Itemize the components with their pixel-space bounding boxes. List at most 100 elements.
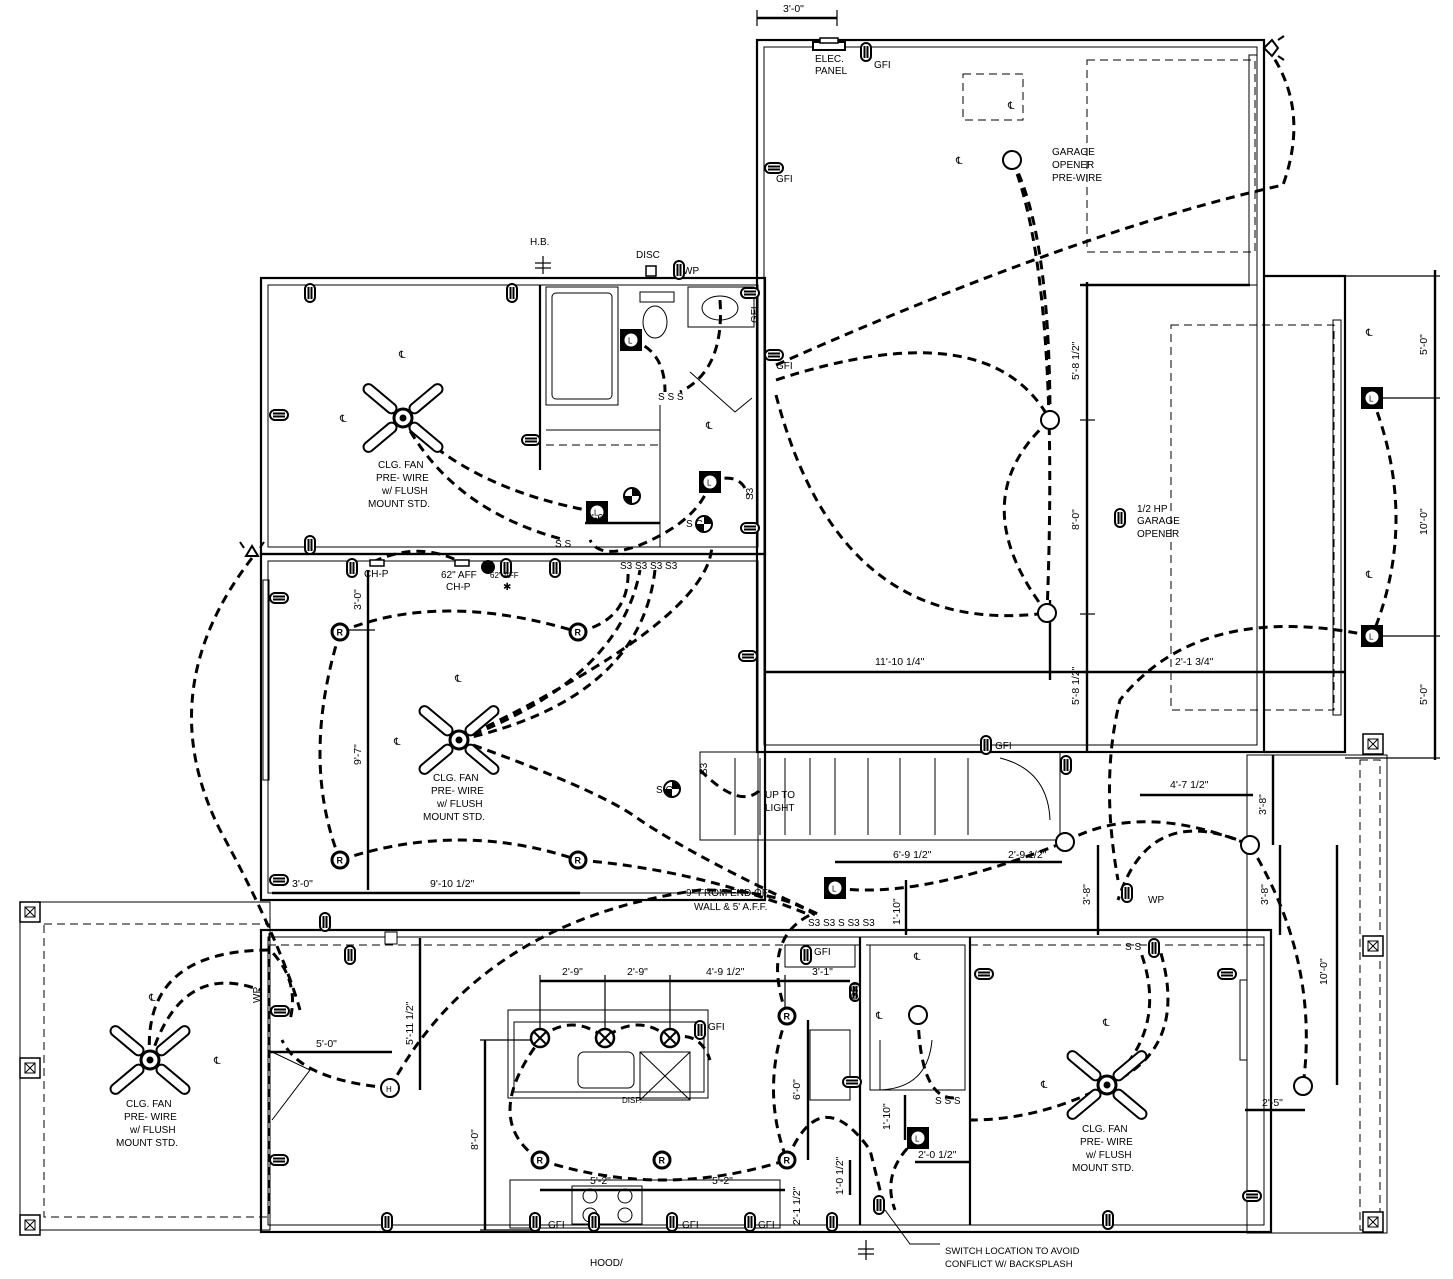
- svg-text:H: H: [386, 1085, 392, 1094]
- porch-dim-bottom: 5'-0": [1418, 684, 1430, 705]
- master-dim-f: 2'-5": [1262, 1097, 1283, 1109]
- switch-note-2: CONFLICT W/ BACKSPLASH: [945, 1259, 1073, 1270]
- flood-light-icon: [239, 541, 265, 557]
- master-dim-b: 3'-8": [1257, 794, 1269, 815]
- porch-dim-top: 5'-0": [1418, 334, 1430, 355]
- hose-bib-label: H.B.: [530, 237, 549, 248]
- disc-label: DISC: [636, 250, 660, 261]
- bath-switches: S S S: [658, 392, 684, 403]
- garage-gfi-3: GFI: [995, 741, 1012, 752]
- recessed-light-icon: [330, 622, 350, 642]
- ceiling-light-icon: [380, 1078, 400, 1098]
- hall-dim-c: 1'-10": [891, 898, 903, 925]
- wall-light-icon: [824, 877, 846, 899]
- recessed-light-icon: [568, 622, 588, 642]
- dining-dim-h: 5'-0": [316, 1038, 337, 1050]
- garage-opener-label-3: PRE-WIRE: [1052, 173, 1102, 184]
- ceiling-light-icon: [1240, 835, 1260, 855]
- porch-wp: WP: [252, 987, 263, 1003]
- living-fan-label-4: MOUNT STD.: [423, 812, 485, 823]
- garage-hp-label-3: OPENER: [1137, 529, 1179, 540]
- ceiling-light-icon: [1293, 1076, 1313, 1096]
- ceiling-light-icon: [1040, 410, 1060, 430]
- wall-light-icon: [1361, 625, 1383, 647]
- garage-dim-b: 8'-0": [1070, 509, 1082, 530]
- ceiling-light-icon: [1037, 603, 1057, 623]
- garage-opener-label-2: OPENER: [1052, 160, 1094, 171]
- post-icon: [19, 1057, 41, 1079]
- wiring: [147, 51, 1398, 1211]
- garage-hp-label-1: 1/2 HP: [1137, 504, 1168, 515]
- ceiling-fan-icon: [106, 1022, 194, 1098]
- ceiling-light-icon: [1055, 832, 1075, 852]
- bedroom-fan-label-1: CLG. FAN: [378, 460, 424, 471]
- flood-light-icon: [1262, 35, 1285, 61]
- wp-label: WP: [683, 266, 699, 277]
- master-wp: WP: [1148, 895, 1164, 906]
- bedroom-fan-label-3: w/ FLUSH: [381, 486, 428, 497]
- master-switches: S S: [1125, 942, 1141, 953]
- kitchen-dim-2: 2'-9": [627, 966, 648, 978]
- recessed-light-icon: [530, 1150, 550, 1170]
- hall-gfi: GFI: [850, 983, 861, 1000]
- wall-light-icon: [699, 471, 721, 493]
- recessed-light-icon: [777, 1006, 797, 1026]
- hall-dim-g: 2'-1 1/2": [791, 1186, 803, 1225]
- kitchen-gfi-5: GFI: [814, 947, 831, 958]
- living-dim-v1: 3'-0": [352, 589, 364, 610]
- post-icon: [19, 901, 41, 923]
- post-icon: [1362, 1211, 1384, 1233]
- garage-dim-a: 5'-8 1/2": [1070, 341, 1082, 380]
- hall-dim-a: 6'-9 1/2": [893, 849, 932, 861]
- recessed-light-icon: [330, 850, 350, 870]
- living-dim-h2: 9'-10 1/2": [430, 878, 475, 890]
- kitchen-dim-1: 2'-9": [562, 966, 583, 978]
- master-fan-label-4: MOUNT STD.: [1072, 1163, 1134, 1174]
- switch-note-1: SWITCH LOCATION TO AVOID: [945, 1246, 1080, 1257]
- kitchen-gfi-3: GFI: [682, 1220, 699, 1231]
- master-dim-c: 3'-8": [1259, 884, 1271, 905]
- living-dim-h1: 3'-0": [292, 878, 313, 890]
- pendant-light-icon: [594, 1027, 616, 1049]
- dining-note-2: WALL & 5' A.F.F.: [694, 902, 767, 913]
- doorbell-chime-icon: [481, 560, 495, 574]
- junction-box-icon: [384, 931, 398, 945]
- post-icon: [1362, 935, 1384, 957]
- kitchen-gfi-2: GFI: [548, 1220, 565, 1231]
- hall-dim-d: 1'-10": [881, 1103, 893, 1130]
- master-dim-e: 10'-0": [1318, 958, 1330, 985]
- chp-label: CH-P: [364, 569, 389, 580]
- living-dim-v2: 9'-7": [352, 744, 364, 765]
- kitchen-dim-31: 3'-1": [812, 966, 833, 978]
- pendant-light-icon: [659, 1027, 681, 1049]
- fixtures: H: [19, 35, 1384, 1236]
- hall-dim-f: 1'-0 1/2": [834, 1156, 846, 1195]
- laundry-sc: S C: [686, 519, 703, 530]
- master-fan-label-3: w/ FLUSH: [1085, 1150, 1132, 1161]
- centerline-marks: [148, 101, 1373, 1091]
- recessed-light-icon: [568, 850, 588, 870]
- kitchen-dim-side: 8'-0": [469, 1129, 481, 1150]
- kitchen-dim-4: 5'-2": [590, 1175, 611, 1187]
- recessed-light-icon: [777, 1150, 797, 1170]
- bedroom-fan-label-2: PRE- WIRE: [376, 473, 429, 484]
- exhaust-fan-icon: [620, 329, 642, 351]
- walls: [19, 38, 1388, 1234]
- post-icon: [19, 1214, 41, 1236]
- ceiling-light-icon: [1002, 150, 1022, 170]
- dimension-lines: [268, 10, 1440, 1231]
- stairs-label-2: LIGHT: [765, 803, 794, 814]
- recessed-light-icon: [652, 1150, 672, 1170]
- master-dim-a: 4'-7 1/2": [1170, 779, 1209, 791]
- labels: 3'-0" ELEC. PANEL GFI GARAGE OPENER PRE-…: [116, 3, 1430, 1270]
- wall-light-icon: [1361, 387, 1383, 409]
- panel-label-1: ELEC.: [815, 54, 844, 65]
- post-icon: [1362, 733, 1384, 755]
- stairs-label-1: UP TO: [765, 790, 795, 801]
- garage-width-dim: 11'-10 1/4": [875, 656, 925, 668]
- disconnect-icon: [645, 265, 657, 277]
- hall-dim-e: 2'-0 1/2": [918, 1149, 957, 1161]
- living-fan-label-2: PRE- WIRE: [431, 786, 484, 797]
- kitchen-dim-island: 6'-0": [791, 1079, 803, 1100]
